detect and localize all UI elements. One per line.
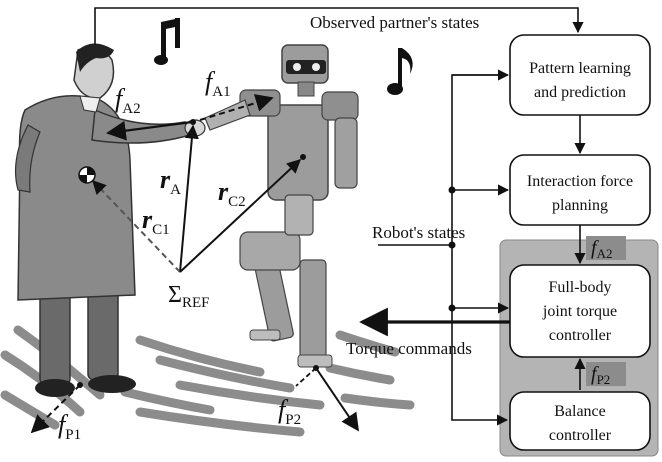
robot-states-lines (378, 69, 510, 426)
svg-text:controller: controller (549, 427, 612, 444)
interaction-force-block: Interaction force planning (509, 154, 651, 226)
label-fA2: fA2 (115, 84, 141, 117)
svg-text:Interaction force: Interaction force (527, 173, 633, 190)
svg-text:fP2: fP2 (591, 363, 610, 387)
label-rC2: rC2 (218, 177, 246, 210)
vector-fP1 (30, 382, 83, 434)
music-note-icon (154, 18, 180, 65)
pattern-learning-block: Pattern learning and prediction (509, 34, 651, 116)
music-note-icon (387, 48, 413, 95)
label-rC1: rC1 (142, 205, 170, 238)
human-figure (14, 43, 206, 397)
torque-commands-label: Torque commands (346, 339, 472, 358)
observed-states-line (94, 7, 584, 45)
label-rA: rA (160, 165, 181, 198)
label-fP1: fP1 (58, 410, 81, 443)
fA2-badge: fA2 (586, 236, 626, 261)
svg-text:fA2: fA2 (591, 237, 612, 261)
fullbody-controller-block: Full-body joint torque controller (509, 264, 651, 358)
observed-states-label: Observed partner's states (310, 13, 479, 32)
label-sigma-ref: ΣREF (168, 282, 209, 311)
svg-text:Pattern learning: Pattern learning (529, 60, 631, 77)
junction-dots (448, 186, 456, 312)
label-fA1: fA1 (205, 67, 231, 100)
robot-states-label: Robot's states (372, 223, 465, 242)
svg-text:and prediction: and prediction (534, 84, 626, 101)
floor-stripes (0, 325, 415, 437)
label-fP2: fP2 (278, 395, 301, 428)
svg-text:planning: planning (552, 197, 608, 214)
vector-rA (179, 119, 199, 273)
balance-controller-block: Balance controller (509, 391, 651, 451)
vector-fP2 (295, 365, 360, 432)
svg-text:controller: controller (549, 327, 612, 344)
svg-text:Full-body: Full-body (548, 279, 611, 296)
vector-fA1 (199, 94, 274, 121)
vector-rC2 (179, 154, 306, 273)
vector-rC1 (92, 179, 181, 273)
fP2-badge: fP2 (586, 362, 626, 387)
vector-fA2 (106, 120, 193, 141)
svg-text:joint torque: joint torque (542, 303, 617, 320)
svg-text:Balance: Balance (554, 403, 606, 420)
human-com-marker (78, 166, 96, 184)
